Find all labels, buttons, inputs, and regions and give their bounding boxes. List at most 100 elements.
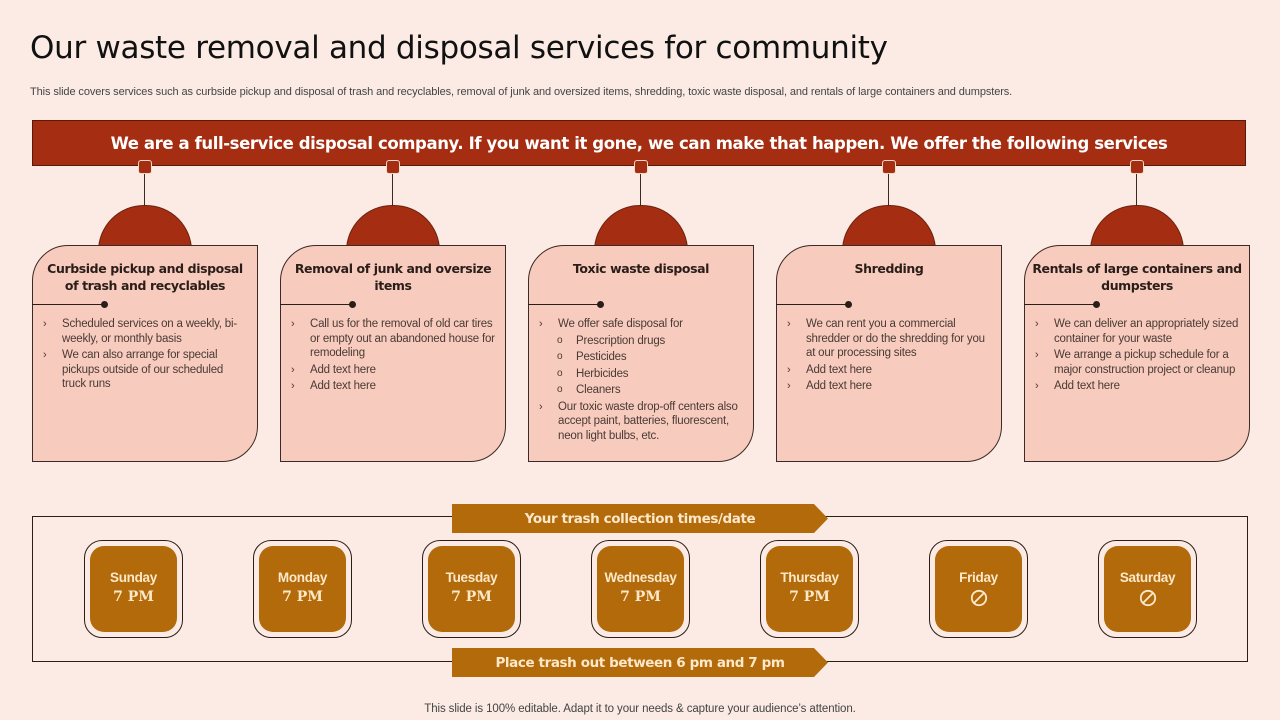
day-tile: Friday bbox=[929, 540, 1028, 638]
list-item-text: Scheduled services on a weekly, bi-weekl… bbox=[62, 318, 237, 345]
circle-bullet-icon: o bbox=[557, 367, 563, 379]
connector-knob-icon bbox=[386, 160, 400, 174]
list-item: ›We can deliver an appropriately sized c… bbox=[1035, 317, 1241, 346]
day-name: Monday bbox=[277, 570, 328, 585]
day-tile: Wednesday 7 PM bbox=[591, 540, 690, 638]
list-item: › Add text here bbox=[291, 363, 497, 378]
chevron-right-icon: › bbox=[291, 363, 295, 376]
chevron-right-icon: › bbox=[787, 380, 791, 392]
list-item: o Pesticides bbox=[539, 350, 745, 365]
slide-title: Our waste removal and disposal services … bbox=[30, 30, 888, 66]
connector-line bbox=[640, 174, 641, 206]
divider-dot-icon bbox=[101, 301, 108, 308]
list-item-text: Prescription drugs bbox=[576, 334, 666, 347]
connector-line bbox=[1136, 174, 1137, 206]
chevron-right-icon: › bbox=[1035, 380, 1039, 392]
list-item: o Herbicides bbox=[539, 367, 745, 382]
day-name: Tuesday bbox=[445, 570, 498, 585]
day-tile-body: Wednesday 7 PM bbox=[597, 546, 684, 632]
service-card: Curbside pickup and disposal of trash an… bbox=[32, 245, 258, 462]
services-banner: We are a full-service disposal company. … bbox=[32, 120, 1246, 166]
connector-knob-icon bbox=[882, 160, 896, 174]
list-item-text: Herbicides bbox=[576, 367, 629, 380]
list-item-text: Call us for the removal of old car tires… bbox=[310, 318, 495, 359]
service-card: Toxic waste disposal › We offer safe dispo… bbox=[528, 245, 754, 462]
connector-line bbox=[888, 174, 889, 206]
list-item: › Add text here bbox=[787, 363, 993, 378]
connector bbox=[1129, 160, 1145, 365]
day-tile-body: Saturday bbox=[1104, 546, 1191, 632]
connector-knob-icon bbox=[1130, 160, 1144, 174]
divider bbox=[32, 304, 104, 305]
service-bullets: › We offer safe disposal for o Prescription… bbox=[539, 317, 745, 445]
divider bbox=[528, 304, 600, 305]
list-item: › Add text here bbox=[1035, 379, 1241, 394]
service-bullets: › We can rent you a commercial shredder o… bbox=[787, 317, 993, 396]
connector-knob-icon bbox=[634, 160, 648, 174]
service-card: Shredding › We can rent you a commercial s… bbox=[776, 245, 1002, 462]
divider bbox=[776, 304, 848, 305]
divider-dot-icon bbox=[349, 301, 356, 308]
chevron-right-icon: › bbox=[1035, 349, 1039, 361]
day-name: Friday bbox=[959, 570, 998, 585]
connector bbox=[137, 160, 153, 365]
list-item-text: Our toxic waste drop-off centers also ac… bbox=[558, 400, 738, 442]
chevron-right-icon: › bbox=[787, 318, 791, 330]
list-item-text: We can rent you a commercial shredder or… bbox=[806, 318, 985, 359]
day-time: 7 PM bbox=[620, 589, 661, 605]
list-item: › Scheduled services on a weekly, bi-week… bbox=[43, 317, 249, 346]
connector bbox=[633, 160, 649, 365]
list-item: › Add text here bbox=[787, 379, 993, 394]
list-item-text: Add text here bbox=[310, 363, 376, 376]
day-time: 7 PM bbox=[789, 589, 830, 605]
service-title: Toxic waste disposal bbox=[572, 261, 710, 276]
chevron-right-icon: › bbox=[291, 380, 295, 392]
list-item: › Our toxic waste drop-off centers also a… bbox=[539, 400, 745, 444]
service-bullets: › Call us for the removal of old car tire… bbox=[291, 317, 497, 396]
day-name: Wednesday bbox=[604, 570, 677, 585]
connector bbox=[881, 160, 897, 365]
divider-dot-icon bbox=[845, 301, 852, 308]
list-item-text: We offer safe disposal for bbox=[558, 318, 683, 330]
circle-bullet-icon: o bbox=[557, 384, 563, 395]
service-title: Rentals of large containers and dumpster… bbox=[1032, 261, 1242, 293]
circle-bullet-icon: o bbox=[557, 351, 563, 362]
list-item-text: Add text here bbox=[310, 380, 376, 392]
divider-dot-icon bbox=[1093, 301, 1100, 308]
day-time: 7 PM bbox=[113, 589, 154, 605]
chevron-right-icon: › bbox=[787, 363, 791, 376]
day-tile-body: Friday bbox=[935, 546, 1022, 632]
list-item-text: Add text here bbox=[806, 363, 872, 376]
day-name: Saturday bbox=[1119, 570, 1176, 585]
list-item: › Add text here bbox=[291, 379, 497, 394]
list-item: › We offer safe disposal for bbox=[539, 317, 745, 332]
day-tile-body: Sunday 7 PM bbox=[90, 546, 177, 632]
list-item-text: We arrange a pickup schedule for a major… bbox=[1054, 349, 1236, 376]
list-item: ›We can also arrange for special pickups… bbox=[43, 348, 249, 392]
service-bullets: › Scheduled services on a weekly, bi-week… bbox=[43, 317, 249, 394]
list-item-text: Add text here bbox=[1054, 380, 1120, 392]
slide-subtitle: This slide covers services such as curbs… bbox=[30, 86, 1013, 98]
service-title: Shredding bbox=[854, 261, 924, 276]
schedule-note-ribbon: Place trash out between 6 pm and 7 pm bbox=[452, 648, 828, 677]
no-service-icon bbox=[1139, 589, 1156, 607]
circle-bullet-icon: o bbox=[557, 334, 563, 346]
day-name: Sunday bbox=[110, 570, 157, 585]
chevron-right-icon: › bbox=[539, 400, 543, 413]
list-item-text: We can deliver an appropriately sized co… bbox=[1054, 318, 1239, 345]
list-item-text: Pesticides bbox=[576, 351, 627, 363]
service-bullets: › We can deliver an appropriately sized c… bbox=[1035, 317, 1241, 396]
chevron-right-icon: › bbox=[539, 318, 543, 330]
divider bbox=[280, 304, 352, 305]
chevron-right-icon: › bbox=[43, 318, 47, 330]
list-item-text: Add text here bbox=[806, 380, 872, 392]
day-name: Thursday bbox=[780, 570, 839, 585]
divider bbox=[1024, 304, 1096, 305]
connector-knob-icon bbox=[138, 160, 152, 174]
list-item-text: We can also arrange for special pickups … bbox=[62, 349, 224, 390]
service-title: Curbside pickup and disposal of trash an… bbox=[47, 261, 243, 293]
